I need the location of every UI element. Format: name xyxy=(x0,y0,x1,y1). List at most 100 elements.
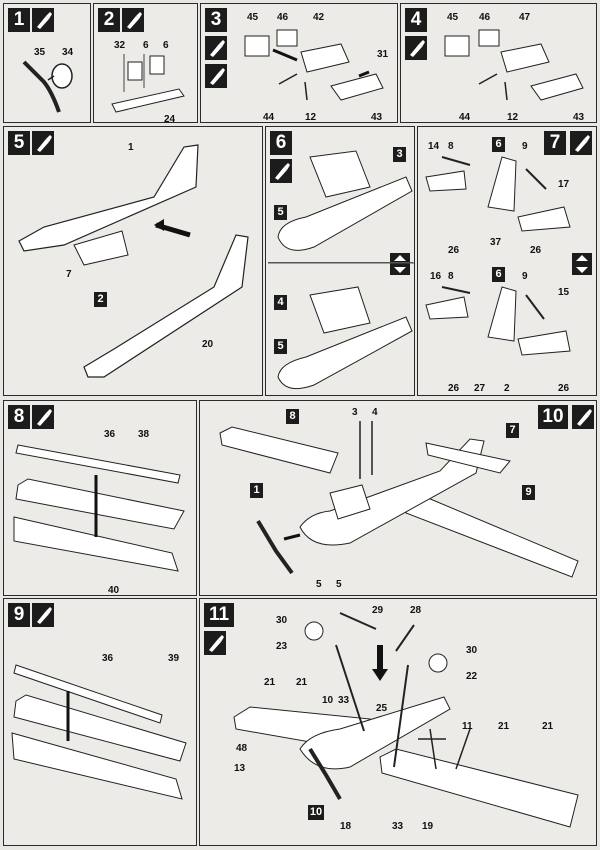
flip-icon xyxy=(572,253,592,275)
step-8-panel: 8 36 38 40 xyxy=(3,400,197,596)
step-6-panel: 6 3 5 4 5 xyxy=(265,126,415,396)
part-label: 44 xyxy=(263,112,275,123)
sub-step-ref: 7 xyxy=(506,423,519,438)
part-label: 15 xyxy=(558,287,570,298)
step-5-panel: 5 1 7 20 2 xyxy=(3,126,263,396)
part-label: 23 xyxy=(276,641,288,652)
part-label: 5 xyxy=(336,579,342,590)
wing-drawing xyxy=(11,664,187,800)
glue-icon xyxy=(32,603,54,627)
glue-icon xyxy=(405,36,427,60)
part-label: 27 xyxy=(474,383,486,394)
glue-icon xyxy=(572,405,594,429)
step-number: 7 xyxy=(544,131,566,155)
cabin-frame-drawing xyxy=(444,29,584,101)
part-label: 22 xyxy=(466,671,478,682)
part-label: 16 xyxy=(430,271,442,282)
part-label: 20 xyxy=(202,339,214,350)
glue-icon xyxy=(570,131,592,155)
part-label: 5 xyxy=(316,579,322,590)
part-label: 8 xyxy=(448,271,454,282)
part-label: 14 xyxy=(428,141,440,152)
divider xyxy=(268,262,413,263)
part-label: 19 xyxy=(422,821,434,832)
glue-icon xyxy=(205,36,227,60)
step-7-panel: 7 6 6 14 8 9 17 37 26 26 16 8 9 15 27 2 … xyxy=(417,126,597,396)
part-label: 3 xyxy=(352,407,358,418)
part-label: 8 xyxy=(448,141,454,152)
part-label: 21 xyxy=(264,677,276,688)
step-3-panel: 3 45 46 42 31 44 12 43 xyxy=(200,3,398,123)
sub-step-ref: 5 xyxy=(274,339,287,354)
part-label: 11 xyxy=(462,721,473,732)
part-label: 13 xyxy=(234,763,246,774)
part-label: 26 xyxy=(530,245,542,256)
sub-step-ref: 10 xyxy=(308,805,324,820)
part-label: 32 xyxy=(114,40,126,51)
part-label: 28 xyxy=(410,605,422,616)
part-label: 35 xyxy=(34,47,46,58)
step-10-panel: 10 3 4 5 5 8 7 1 9 xyxy=(199,400,597,596)
part-label: 42 xyxy=(313,12,325,23)
part-label: 33 xyxy=(392,821,404,832)
part-label: 44 xyxy=(459,112,471,123)
cockpit-drawing xyxy=(268,150,414,390)
cabin-frame-drawing xyxy=(244,29,384,101)
part-label: 29 xyxy=(372,605,384,616)
glue-icon xyxy=(270,159,292,183)
part-label: 7 xyxy=(66,269,72,280)
part-label: 21 xyxy=(498,721,510,732)
part-label: 36 xyxy=(102,653,114,664)
sub-step-ref: 2 xyxy=(94,292,107,307)
flip-icon xyxy=(390,253,410,275)
step-number: 3 xyxy=(205,8,227,32)
part-label: 45 xyxy=(447,12,459,23)
landing-gear-drawing xyxy=(233,612,579,828)
part-label: 1 xyxy=(128,142,134,153)
part-label: 25 xyxy=(376,703,388,714)
part-label: 46 xyxy=(479,12,491,23)
part-label: 26 xyxy=(448,245,460,256)
part-label: 43 xyxy=(371,112,383,123)
sub-step-ref: 6 xyxy=(492,267,505,282)
wing-drawing xyxy=(13,444,185,572)
step-number: 4 xyxy=(405,8,427,32)
part-label: 45 xyxy=(247,12,259,23)
part-label: 6 xyxy=(163,40,169,51)
glue-icon xyxy=(122,8,144,32)
step-2-panel: 2 32 6 6 24 xyxy=(93,3,198,125)
glue-icon xyxy=(32,8,54,32)
part-label: 26 xyxy=(448,383,460,394)
sub-step-ref: 3 xyxy=(393,147,406,162)
tail-drawing xyxy=(425,156,571,356)
step-number: 9 xyxy=(8,603,30,627)
sub-step-ref: 1 xyxy=(250,483,263,498)
part-label: 30 xyxy=(466,645,478,656)
propeller-drawing xyxy=(22,60,73,113)
step-number: 5 xyxy=(8,131,30,155)
step-9-panel: 9 36 39 41 xyxy=(3,598,197,846)
step-number: 2 xyxy=(98,8,120,32)
part-label: 21 xyxy=(296,677,308,688)
part-label: 9 xyxy=(522,141,528,152)
part-label: 30 xyxy=(276,615,288,626)
fuselage-drawing xyxy=(18,144,249,378)
step-number: 1 xyxy=(8,8,30,32)
part-label: 31 xyxy=(377,49,389,60)
part-label: 12 xyxy=(507,112,519,123)
glue-icon xyxy=(32,131,54,155)
part-label: 2 xyxy=(504,383,510,394)
part-label: 34 xyxy=(62,47,74,58)
step-1-panel: 1 35 34 xyxy=(3,3,91,123)
part-label: 40 xyxy=(108,585,120,596)
part-label: 38 xyxy=(138,429,150,440)
part-label: 24 xyxy=(164,114,176,125)
sub-step-ref: 8 xyxy=(286,409,299,424)
step-4-panel: 4 45 46 47 44 12 43 xyxy=(400,3,597,123)
part-label: 6 xyxy=(143,40,149,51)
step-number: 10 xyxy=(538,405,568,429)
part-label: 36 xyxy=(104,429,116,440)
sub-step-ref: 9 xyxy=(522,485,535,500)
step-number: 11 xyxy=(204,603,234,627)
part-label: 18 xyxy=(340,821,352,832)
